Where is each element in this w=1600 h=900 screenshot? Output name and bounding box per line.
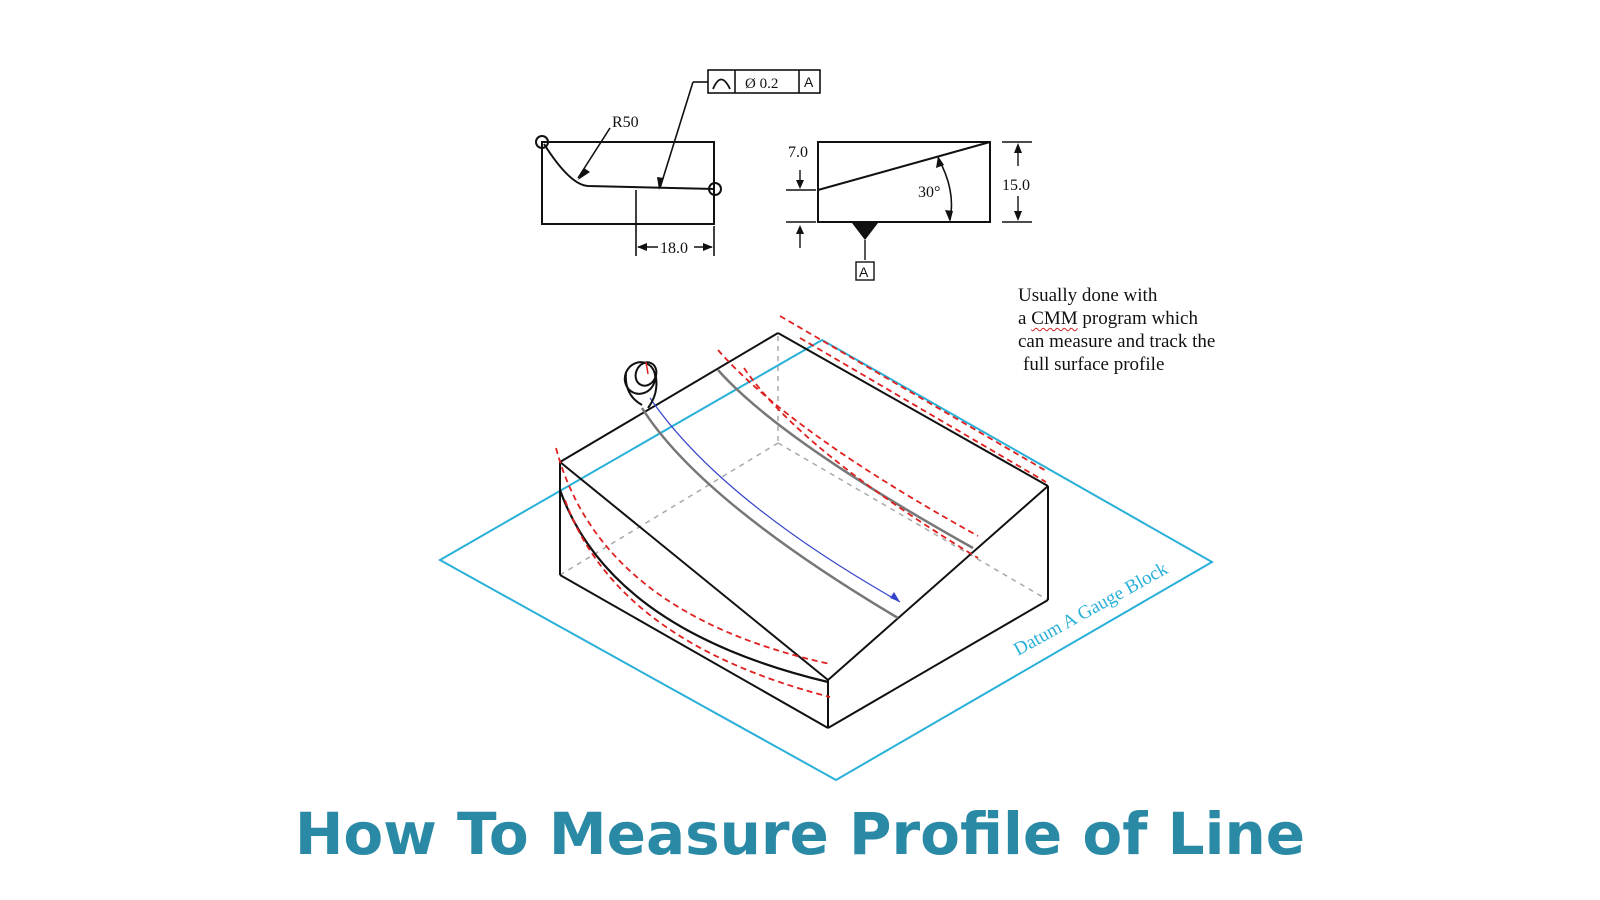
fcf-datum-letter: A — [804, 74, 814, 90]
mid-profile-line — [640, 407, 899, 620]
side-view-drawing — [786, 141, 1032, 281]
feature-control-frame — [707, 69, 821, 94]
cmm-word: CMM — [1031, 308, 1078, 329]
side-datum-letter: A — [859, 264, 869, 280]
top-view-drawing — [535, 81, 722, 256]
cmm-probe — [623, 361, 658, 409]
back-profile — [717, 349, 979, 559]
angle-label: 30° — [918, 184, 940, 201]
length-dimension-label: 18.0 — [660, 240, 688, 257]
tolerance-value: Ø 0.2 — [745, 76, 778, 92]
large-height-label: 15.0 — [1002, 177, 1030, 194]
hidden-edges — [559, 336, 1049, 601]
note-line-1: Usually done with — [1018, 285, 1158, 306]
note-line-2: a CMM program which — [1018, 308, 1198, 329]
profile-of-line-icon — [712, 78, 731, 90]
front-profile — [555, 447, 831, 698]
small-height-label: 7.0 — [788, 144, 808, 161]
radius-label: R50 — [612, 114, 639, 131]
part-block — [559, 332, 1049, 729]
probe-path — [649, 397, 901, 603]
edge-tolerance-zone — [779, 315, 1049, 483]
page-title: How To Measure Profile of Line — [294, 800, 1306, 868]
datum-a-plane — [437, 338, 1215, 782]
note-line-4: full surface profile — [1023, 354, 1165, 375]
cmm-note: Usually done with a CMM program which ca… — [1018, 284, 1215, 376]
note-line-3: can measure and track the — [1018, 331, 1216, 352]
datum-plane-label: Datum A Gauge Block — [1010, 558, 1172, 660]
